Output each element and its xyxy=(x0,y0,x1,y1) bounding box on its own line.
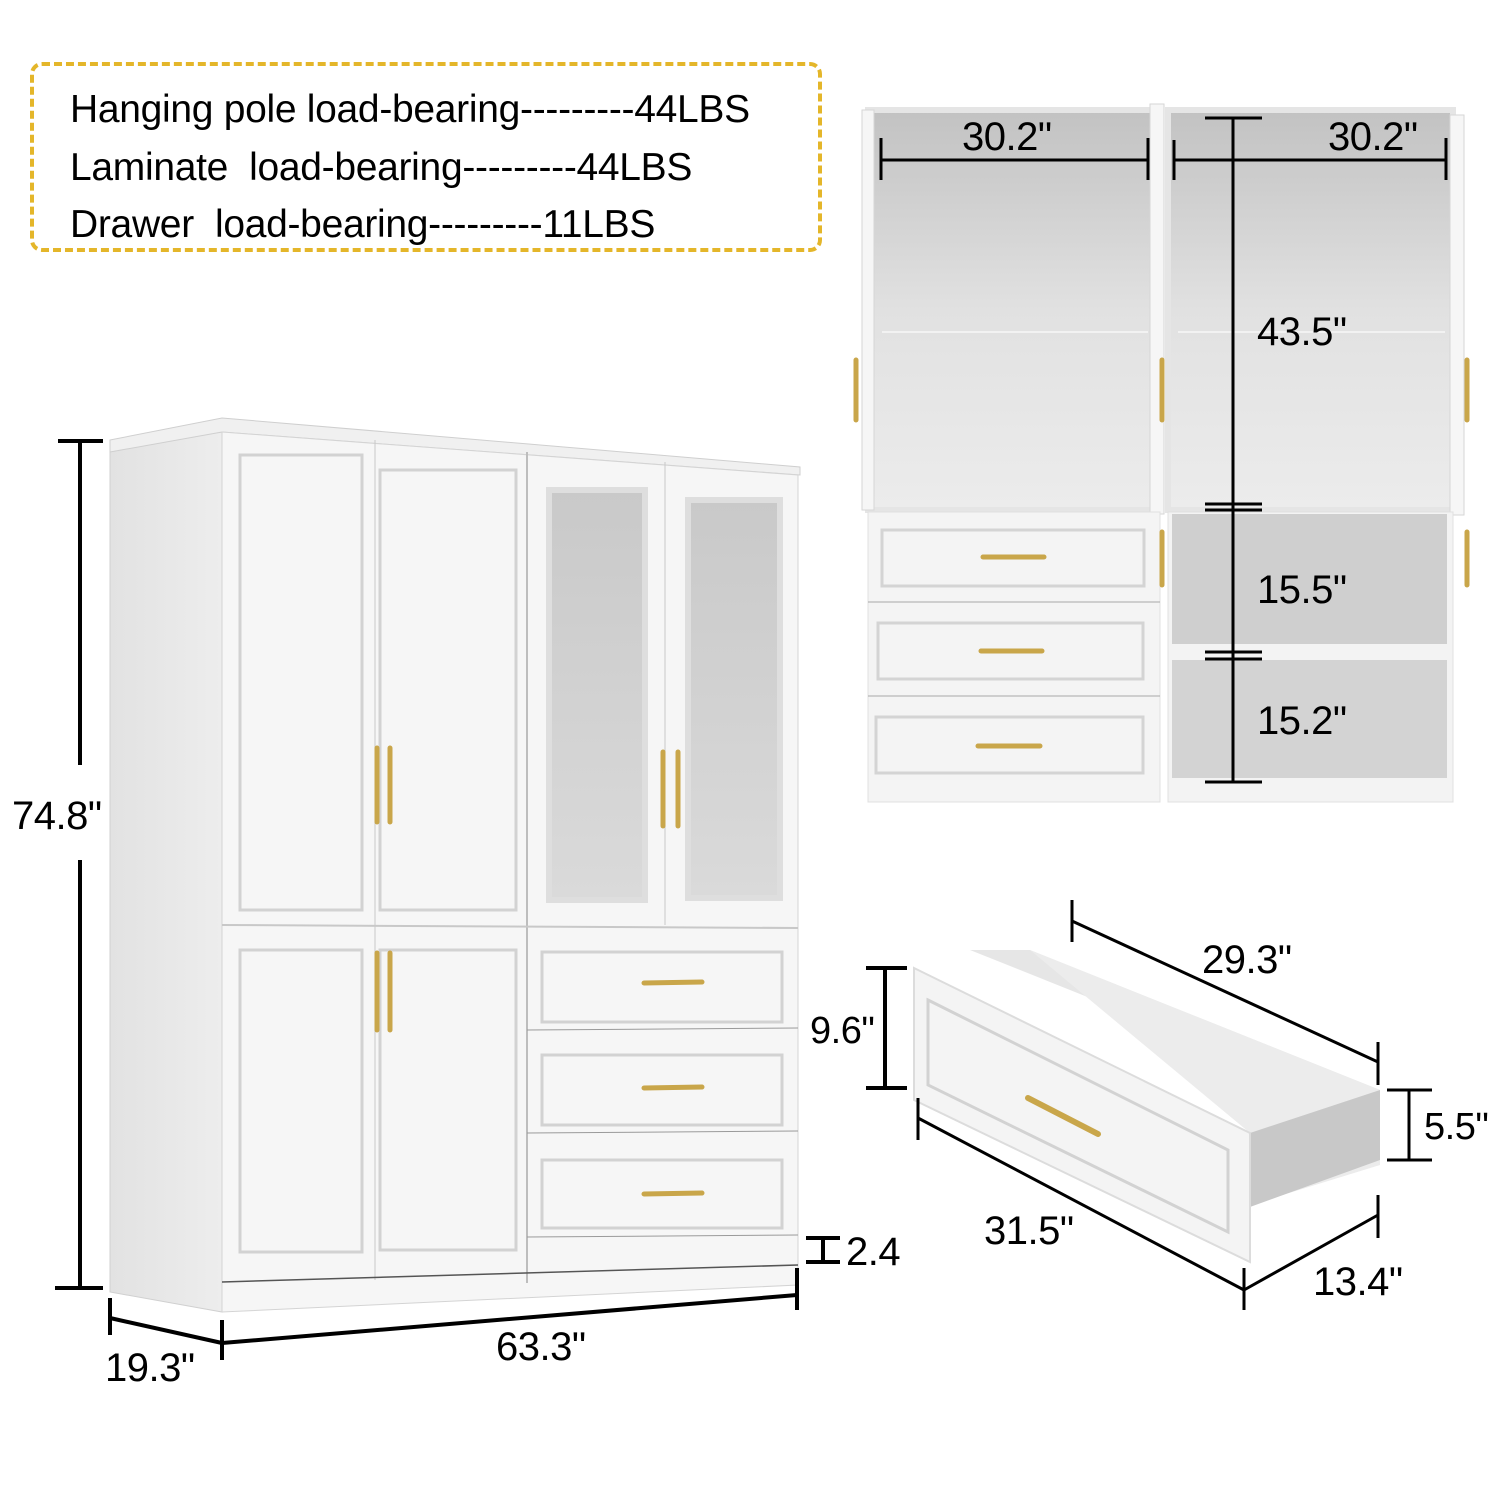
drawer-front-height-label: 9.6" xyxy=(810,1010,875,1052)
load-item-drawer: Drawer load-bearing---------11LBS xyxy=(70,203,656,246)
drawer-side-height-label: 5.5" xyxy=(1424,1106,1489,1148)
load-item-laminate: Laminate load-bearing---------44LBS xyxy=(70,146,693,189)
width-dimension-label: 63.3" xyxy=(496,1325,586,1369)
height-dimension-label: 74.8" xyxy=(12,794,102,838)
drawer-illustration xyxy=(913,900,1432,1310)
wardrobe-interior-illustration xyxy=(853,103,1470,803)
left-hanging-width-label: 30.2" xyxy=(962,115,1052,159)
lower-shelf-height-label: 15.2" xyxy=(1257,699,1347,743)
right-hanging-width-label: 30.2" xyxy=(1328,115,1418,159)
load-item-hanging-pole: Hanging pole load-bearing---------44LBS xyxy=(70,88,750,131)
drawer-front-width-label: 31.5" xyxy=(984,1209,1074,1253)
base-height-label: 2.4 xyxy=(846,1230,901,1274)
load-bearing-info-box: Hanging pole load-bearing---------44LBS … xyxy=(30,62,822,252)
depth-dimension-label: 19.3" xyxy=(105,1346,195,1390)
upper-shelf-height-label: 15.5" xyxy=(1257,568,1347,612)
hanging-height-label: 43.5" xyxy=(1257,310,1347,354)
drawer-length-label: 29.3" xyxy=(1202,938,1292,982)
handle-icon xyxy=(374,745,705,1197)
drawer-depth-label: 13.4" xyxy=(1313,1260,1403,1304)
